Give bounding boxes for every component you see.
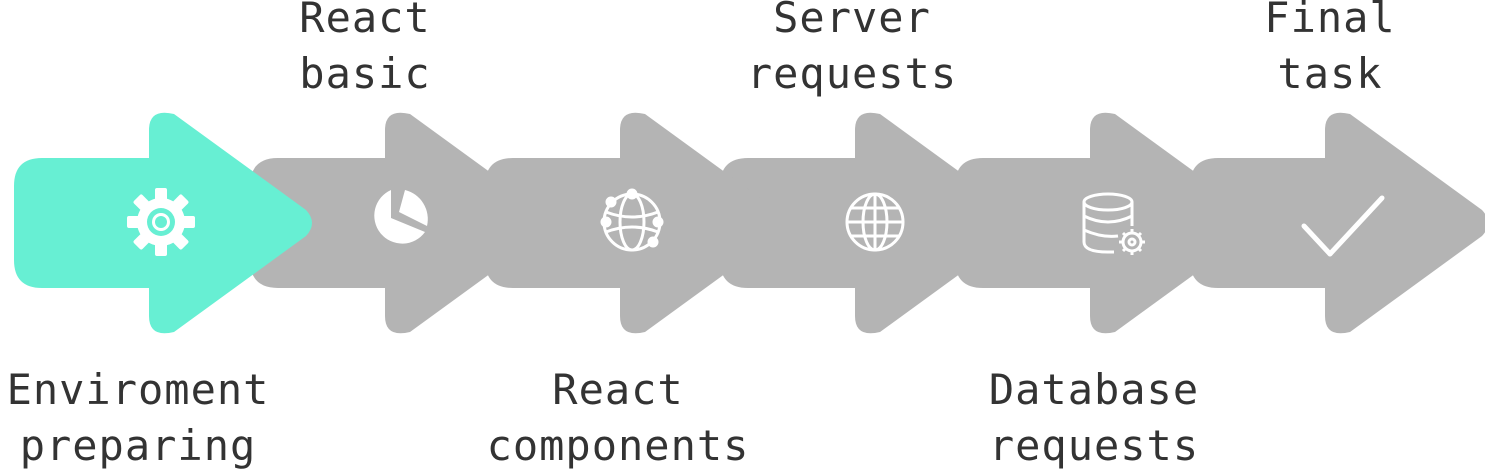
checkmark-icon xyxy=(1301,195,1385,257)
step-label-final-task: Final task xyxy=(1180,0,1480,102)
step-label-react-basic: React basic xyxy=(215,0,515,102)
step-label-line: Server xyxy=(773,0,931,42)
step-label-line: requests xyxy=(988,421,1200,470)
step-label-database-requests: Database requests xyxy=(944,362,1244,474)
globe-icon xyxy=(845,192,905,252)
step-label-line: React xyxy=(552,365,684,414)
step-label-line: Final xyxy=(1264,0,1396,42)
step-label-server-requests: Server requests xyxy=(702,0,1002,102)
step-label-react-components: React components xyxy=(468,362,768,474)
step-label-line: Database xyxy=(988,365,1200,414)
step-label-line: Enviroment xyxy=(6,365,270,414)
gear-icon xyxy=(127,188,195,256)
step-label-line: basic xyxy=(299,49,431,98)
step-label-line: React xyxy=(299,0,431,42)
step-label-line: preparing xyxy=(19,421,257,470)
step-label-line: requests xyxy=(746,49,958,98)
network-globe-icon xyxy=(600,188,664,252)
step-label-line: task xyxy=(1277,49,1383,98)
step-label-enviroment-preparing: Enviroment preparing xyxy=(0,362,288,474)
step-label-line: components xyxy=(486,421,750,470)
database-gear-icon xyxy=(1082,192,1145,255)
pie-chart-icon xyxy=(374,190,428,244)
